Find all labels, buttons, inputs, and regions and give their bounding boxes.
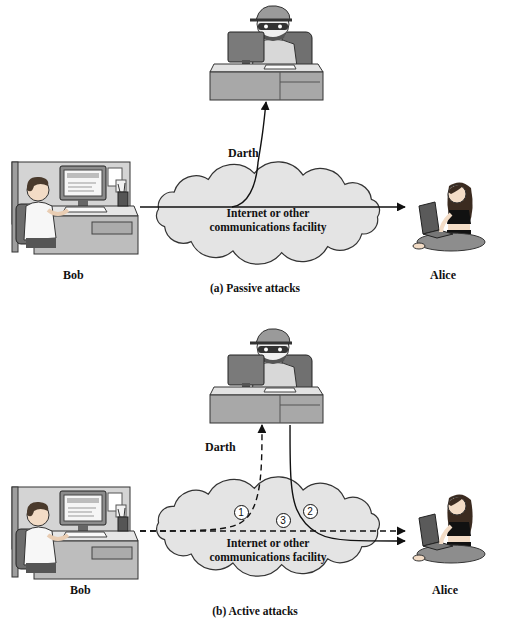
bob-figure — [12, 487, 138, 579]
callout-number: 2 — [303, 504, 318, 519]
cloud-label: Internet or other communications facilit… — [148, 536, 388, 564]
darth-figure — [210, 329, 323, 423]
callout-number: 3 — [276, 513, 291, 528]
person-node: Darth — [210, 325, 325, 425]
tap-branch-wire — [232, 163, 258, 207]
dashed-connector — [140, 530, 405, 531]
connector-arrow — [290, 425, 405, 541]
person-node: Alice — [405, 492, 495, 570]
person-node: Bob — [12, 160, 140, 258]
person-node: Alice — [405, 180, 495, 258]
network-cloud: Internet or other communications facilit… — [148, 163, 388, 263]
alice-figure — [413, 494, 485, 563]
darth-figure — [210, 6, 323, 100]
person-name: Alice — [432, 583, 458, 597]
alice-figure — [413, 182, 485, 251]
connector-arrow — [140, 206, 405, 207]
person-name: Bob — [63, 268, 84, 282]
subfigure-caption: (a) Passive attacks — [145, 281, 365, 295]
person-node: Bob — [12, 485, 140, 580]
cloud-label: Internet or other communications facilit… — [148, 206, 388, 234]
person-node: Darth — [210, 2, 325, 102]
bob-figure — [12, 162, 138, 254]
person-name: Bob — [70, 583, 91, 597]
person-name: Darth — [228, 146, 259, 160]
subfigure-caption: (b) Active attacks — [145, 604, 365, 618]
connector-arrow — [258, 102, 266, 163]
person-name: Alice — [430, 268, 456, 282]
callout-number: 1 — [234, 505, 249, 520]
network-cloud: Internet or other communications facilit… — [148, 478, 388, 575]
person-name: Darth — [205, 440, 236, 454]
dashed-connector — [140, 425, 262, 531]
